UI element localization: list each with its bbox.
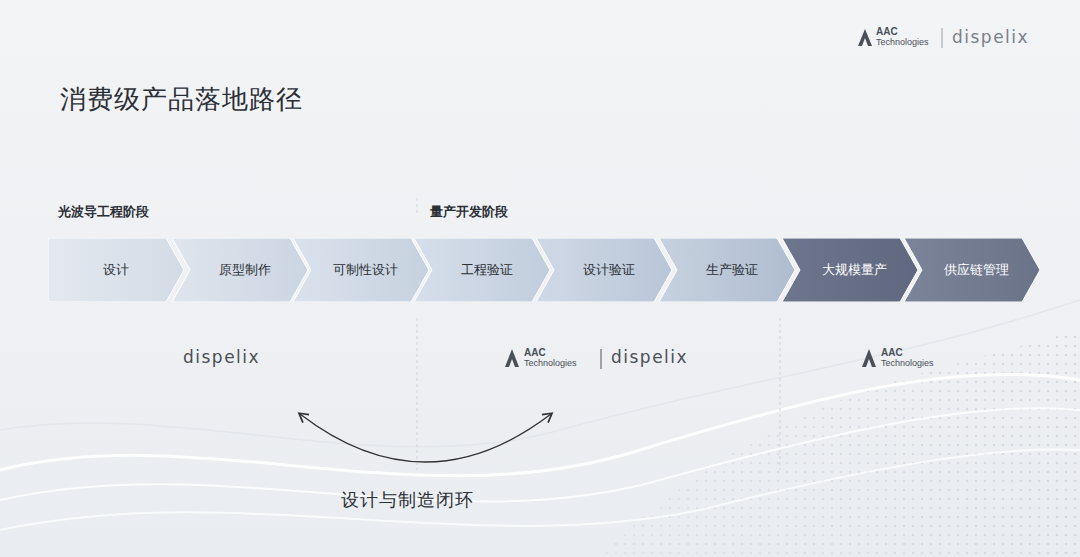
logo-text: AAC xyxy=(876,26,898,37)
step-label: 工程验证 xyxy=(461,261,513,279)
step-label: 生产验证 xyxy=(706,261,758,279)
logo-wordmark: dispelix xyxy=(183,347,260,367)
step-label: 大规模量产 xyxy=(822,261,887,279)
chevron-fill xyxy=(659,238,795,302)
chevron-fill xyxy=(414,238,550,302)
chevron-fill xyxy=(48,238,184,302)
process-chevron: 原型制作 xyxy=(172,238,308,302)
process-chevron: 供应链管理 xyxy=(904,238,1040,302)
step-label: 供应链管理 xyxy=(944,261,1009,279)
process-chevron: 设计 xyxy=(48,238,184,302)
section-label: 量产开发阶段 xyxy=(430,203,508,221)
chevron-fill xyxy=(782,238,918,302)
step-label: 可制性设计 xyxy=(333,261,398,279)
chevron-fill xyxy=(904,238,1040,302)
chevron-fill xyxy=(536,238,672,302)
step-label: 设计验证 xyxy=(583,261,635,279)
process-chevron: 生产验证 xyxy=(659,238,795,302)
process-chevron: 设计验证 xyxy=(536,238,672,302)
process-chevron: 可制性设计 xyxy=(293,238,429,302)
caption: 设计与制造闭环 xyxy=(341,488,474,512)
logo-wordmark: dispelix xyxy=(611,347,688,367)
process-chevron: 大规模量产 xyxy=(782,238,918,302)
section-label: 光波导工程阶段 xyxy=(58,203,149,221)
step-label: 设计 xyxy=(103,261,129,279)
logo-text: Technologies xyxy=(881,358,934,368)
logo-text: AAC xyxy=(881,347,903,358)
logo-text: Technologies xyxy=(524,358,577,368)
chevron-fill xyxy=(293,238,429,302)
logo-text: Technologies xyxy=(876,37,929,47)
step-label: 原型制作 xyxy=(219,261,271,279)
logo-wordmark: dispelix xyxy=(952,27,1029,47)
process-chevron: 工程验证 xyxy=(414,238,550,302)
title: 消费级产品落地路径 xyxy=(60,82,303,117)
chevron-fill xyxy=(172,238,308,302)
logo-text: AAC xyxy=(524,347,546,358)
